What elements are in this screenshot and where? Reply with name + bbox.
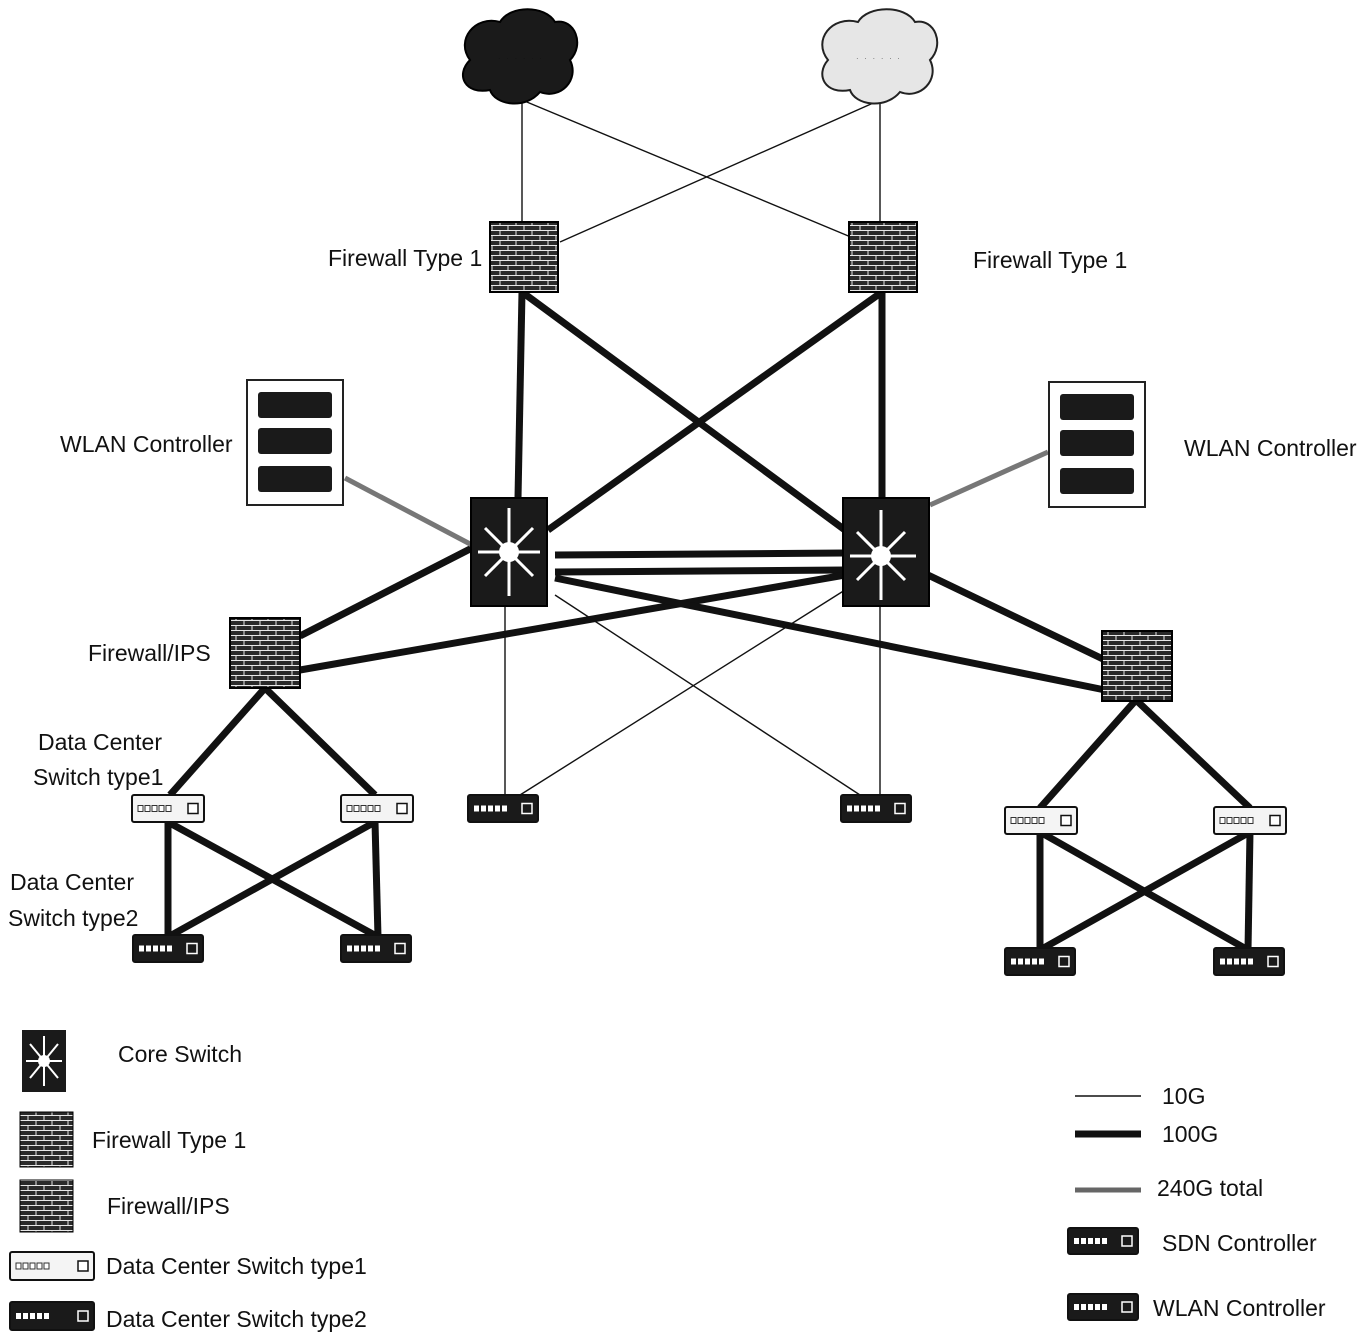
link-100g bbox=[514, 291, 526, 499]
firewall-legend-icon bbox=[19, 1111, 74, 1168]
legend-label: Data Center Switch type2 bbox=[106, 1306, 367, 1332]
link-240g bbox=[928, 449, 1050, 508]
dc-switch-type2-icon bbox=[340, 934, 412, 963]
link-100g bbox=[1037, 697, 1139, 811]
dc-switches-layer bbox=[131, 794, 1287, 976]
label-wlan-left: WLAN Controller bbox=[60, 431, 233, 457]
firewall-legend-icon bbox=[19, 1179, 74, 1233]
legend-label: Core Switch bbox=[118, 1041, 242, 1067]
link-100g bbox=[554, 574, 1106, 694]
label-firewall-type1-left: Firewall Type 1 bbox=[328, 245, 482, 271]
link-100g bbox=[554, 566, 846, 576]
link-100g bbox=[1244, 831, 1254, 951]
dc-switch-type2-legend-icon bbox=[9, 1301, 95, 1331]
dc-switch-type2-icon bbox=[840, 794, 912, 823]
legend-label: 10G bbox=[1162, 1083, 1205, 1109]
dc-switch-type2-icon bbox=[1004, 947, 1076, 976]
link-240g bbox=[343, 475, 474, 548]
link-100g bbox=[545, 289, 885, 533]
dc-switch-type2-icon bbox=[1213, 947, 1285, 976]
switch-legend-icon bbox=[1067, 1227, 1139, 1255]
cloud-right-label: ᆞᆞᆞᆞᆞᆞ bbox=[853, 54, 903, 64]
cloud-left-icon: ᆞᆞᆞᆞᆞᆞ bbox=[461, 8, 579, 105]
legend-label: Firewall/IPS bbox=[107, 1193, 230, 1219]
link-100g bbox=[519, 289, 848, 533]
dc-switch-type1-icon bbox=[131, 794, 205, 823]
link-100g bbox=[1038, 828, 1252, 954]
link-10g bbox=[521, 99, 883, 251]
firewall-ips-icon bbox=[1101, 630, 1173, 702]
label-dc-type2: Data Center Switch type2 bbox=[8, 869, 140, 931]
firewall-ips-icon bbox=[229, 617, 301, 689]
legend-label: 100G bbox=[1162, 1121, 1218, 1147]
link-10g bbox=[519, 589, 846, 796]
legend-label: WLAN Controller bbox=[1153, 1295, 1326, 1321]
legend-label: 240G total bbox=[1157, 1175, 1263, 1201]
link-100g bbox=[262, 685, 378, 798]
link-100g bbox=[166, 818, 377, 941]
legend-label: Firewall Type 1 bbox=[92, 1127, 246, 1153]
link-10g bbox=[559, 99, 881, 243]
link-100g bbox=[167, 685, 268, 798]
firewall-icon bbox=[848, 221, 918, 293]
legend-label: SDN Controller bbox=[1162, 1230, 1317, 1256]
link-100g bbox=[299, 571, 846, 674]
core-switch-right-icon bbox=[842, 497, 930, 607]
wlan-controller-right-icon bbox=[1048, 381, 1146, 508]
dc-switch-type2-icon bbox=[467, 794, 539, 823]
core-switch-left-icon bbox=[470, 497, 548, 607]
link-10g bbox=[554, 594, 861, 796]
dc-switch-type1-icon bbox=[340, 794, 414, 823]
legend-label: Data Center Switch type1 bbox=[106, 1253, 367, 1279]
wlan-controller-left-icon bbox=[246, 379, 344, 506]
label-wlan-right: WLAN Controller bbox=[1184, 435, 1357, 461]
dc-switch-type1-icon bbox=[1004, 806, 1078, 835]
label-firewall-ips-left: Firewall/IPS bbox=[88, 640, 211, 666]
label-dc-type1: Data Center Switch type1 bbox=[33, 729, 168, 790]
switch-legend-icon bbox=[1067, 1293, 1139, 1321]
link-100g bbox=[298, 544, 474, 640]
dc-switch-type2-icon bbox=[132, 934, 204, 963]
link-100g bbox=[554, 549, 846, 559]
firewall-icon bbox=[489, 221, 559, 293]
cloud-left-label: ᆞᆞᆞᆞᆞᆞ bbox=[495, 54, 545, 64]
cloud-right-icon: ᆞᆞᆞᆞᆞᆞ bbox=[821, 8, 939, 105]
label-firewall-type1-right: Firewall Type 1 bbox=[973, 247, 1127, 273]
dc-switch-type1-icon bbox=[1213, 806, 1287, 835]
link-100g bbox=[926, 571, 1107, 664]
link-100g bbox=[371, 821, 382, 938]
core-switch-legend-icon bbox=[22, 1030, 66, 1092]
dc-switch-type1-legend-icon bbox=[9, 1251, 95, 1281]
links-layer bbox=[164, 99, 1254, 954]
link-100g bbox=[1133, 697, 1253, 811]
